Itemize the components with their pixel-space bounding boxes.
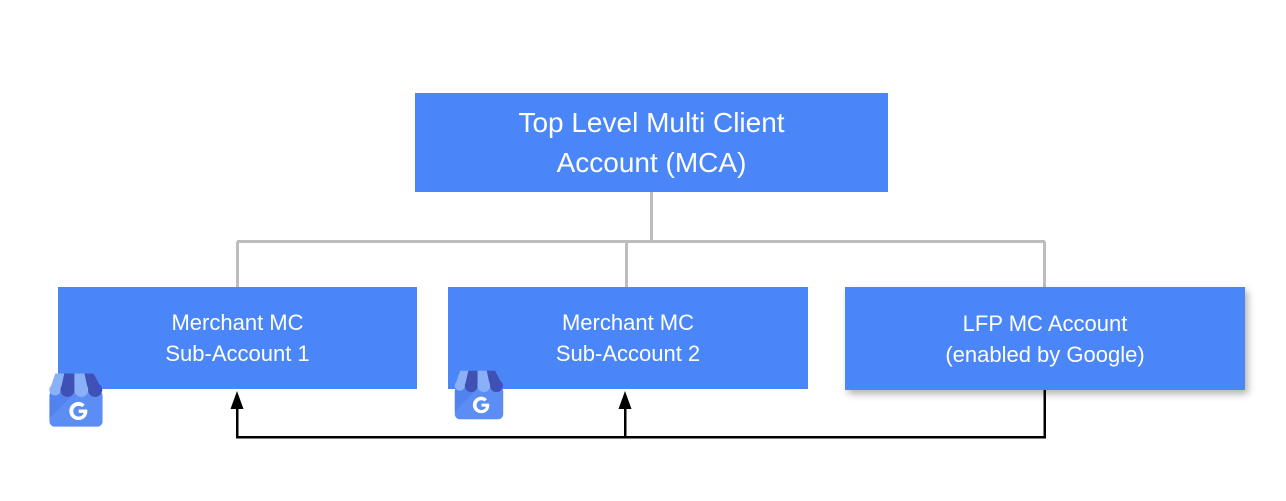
google-business-profile-storefront-icon xyxy=(42,365,110,433)
node-top-level-mca[interactable]: Top Level Multi Client Account (MCA) xyxy=(415,93,888,192)
arrowhead-to-sub2 xyxy=(618,391,632,409)
node-merchant-mc-sub-account-2-line-2: Sub-Account 2 xyxy=(555,341,701,366)
node-merchant-mc-sub-account-1-line-1: Merchant MC xyxy=(171,310,304,335)
google-g-glyph xyxy=(69,401,88,421)
node-lfp-mc-account-line-2: (enabled by Google) xyxy=(945,341,1145,367)
node-lfp-mc-account[interactable]: LFP MC Account (enabled by Google) xyxy=(845,287,1245,390)
google-g-glyph xyxy=(472,396,490,414)
arrowhead-to-sub1 xyxy=(230,391,244,409)
node-merchant-mc-sub-account-2[interactable]: Merchant MC Sub-Account 2 xyxy=(448,287,808,389)
node-merchant-mc-sub-account-1-line-2: Sub-Account 1 xyxy=(165,341,310,366)
node-top-level-mca-line-1: Top Level Multi Client xyxy=(518,106,785,138)
node-merchant-mc-sub-account-1[interactable]: Merchant MC Sub-Account 1 xyxy=(58,287,417,389)
node-top-level-mca-line-2: Account (MCA) xyxy=(556,146,747,178)
google-business-profile-storefront-icon xyxy=(448,363,510,425)
tree-connectors xyxy=(236,192,1046,288)
feedback-arrowheads xyxy=(230,391,632,409)
node-merchant-mc-sub-account-2-line-1: Merchant MC xyxy=(561,310,695,335)
node-lfp-mc-account-line-1: LFP MC Account xyxy=(962,310,1128,336)
feedback-arrows xyxy=(235,390,1046,439)
